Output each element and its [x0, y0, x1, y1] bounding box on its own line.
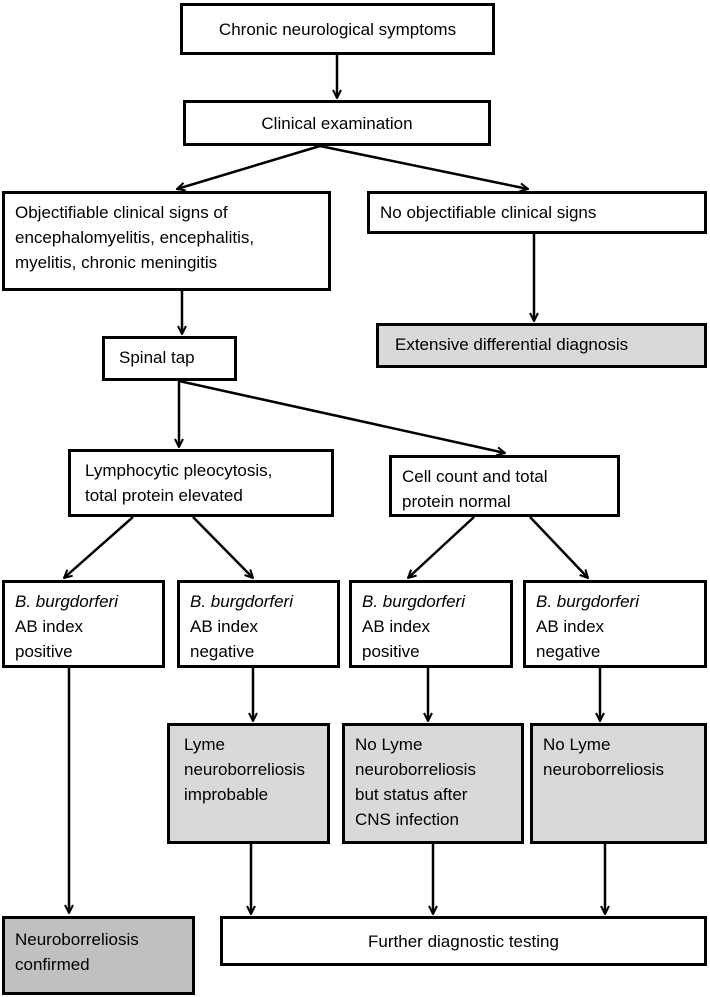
node-line: Objectifiable clinical signs of [15, 203, 228, 222]
node-lyme-improbable: Lyme neuroborreliosis improbable [167, 723, 330, 844]
node-no-lyme-status-after: No Lyme neuroborreliosis but status afte… [342, 723, 524, 844]
node-no-lyme: No Lyme neuroborreliosis [530, 723, 707, 844]
node-species: B. burgdorferi [190, 592, 293, 611]
node-line: neuroborreliosis [184, 760, 305, 779]
node-pleocytosis: Lymphocytic pleocytosis, total protein e… [68, 449, 334, 517]
node-species: B. burgdorferi [362, 592, 465, 611]
node-line: but status after [355, 785, 468, 804]
node-species: B. burgdorferi [536, 592, 639, 611]
node-ab-index-4: B. burgdorferi AB index negative [523, 580, 707, 668]
node-line: AB index [190, 617, 259, 636]
node-line: myelitis, chronic meningitis [15, 253, 218, 272]
node-line: Lyme [184, 735, 225, 754]
node-line: total protein elevated [85, 486, 243, 505]
node-line: No Lyme [543, 735, 611, 754]
node-line: negative [536, 642, 601, 661]
node-ab-index-1: B. burgdorferi AB index positive [2, 580, 165, 668]
node-spinal-tap: Spinal tap [102, 336, 237, 381]
node-cell-count-normal: Cell count and total protein normal [389, 455, 620, 517]
node-label: Clinical examination [261, 113, 413, 133]
arrow-pleocytosis-ab2 [192, 516, 253, 578]
node-label: Further diagnostic testing [368, 931, 559, 951]
node-line: negative [190, 642, 255, 661]
node-label: No objectifiable clinical signs [380, 203, 597, 222]
node-label: Spinal tap [119, 348, 195, 367]
node-neuroborreliosis-confirmed: Neuroborreliosis confirmed [2, 916, 195, 995]
node-clinical-examination: Clinical examination [183, 100, 491, 146]
node-differential-diagnosis: Extensive differential diagnosis [376, 323, 707, 368]
node-no-objectifiable-signs: No objectifiable clinical signs [367, 191, 707, 234]
node-line: positive [362, 642, 420, 661]
node-line: protein normal [402, 492, 511, 511]
arrow-exam-objectifiable [177, 144, 321, 189]
node-line: No Lyme [355, 735, 423, 754]
node-line: neuroborreliosis [355, 760, 476, 779]
node-objectifiable-signs: Objectifiable clinical signs of encephal… [2, 191, 331, 291]
arrow-pleocytosis-ab1 [64, 516, 134, 578]
node-line: Neuroborreliosis [15, 930, 139, 949]
node-ab-index-3: B. burgdorferi AB index positive [349, 580, 513, 668]
arrow-cellcount-ab4 [529, 516, 588, 578]
node-line: confirmed [15, 955, 90, 974]
arrow-cellcount-ab3 [408, 516, 475, 578]
node-line: CNS infection [355, 810, 459, 829]
node-line: improbable [184, 785, 269, 804]
node-line: neuroborreliosis [543, 760, 664, 779]
node-label: Chronic neurological symptoms [218, 19, 457, 39]
arrow-exam-no-objectifiable [319, 144, 528, 189]
node-line: AB index [362, 617, 431, 636]
node-chronic-symptoms: Chronic neurological symptoms [180, 3, 495, 55]
node-line: AB index [536, 617, 605, 636]
node-species: B. burgdorferi [15, 592, 118, 611]
node-further-testing: Further diagnostic testing [220, 916, 707, 966]
node-label: Extensive differential diagnosis [395, 335, 629, 354]
node-ab-index-2: B. burgdorferi AB index negative [177, 580, 340, 668]
node-line: encephalomyelitis, encephalitis, [15, 228, 255, 247]
node-line: AB index [15, 617, 84, 636]
node-line: positive [15, 642, 73, 661]
node-line: Lymphocytic pleocytosis, [85, 461, 273, 480]
node-line: Cell count and total [402, 467, 548, 486]
arrow-spinal-cellcount [178, 379, 505, 453]
